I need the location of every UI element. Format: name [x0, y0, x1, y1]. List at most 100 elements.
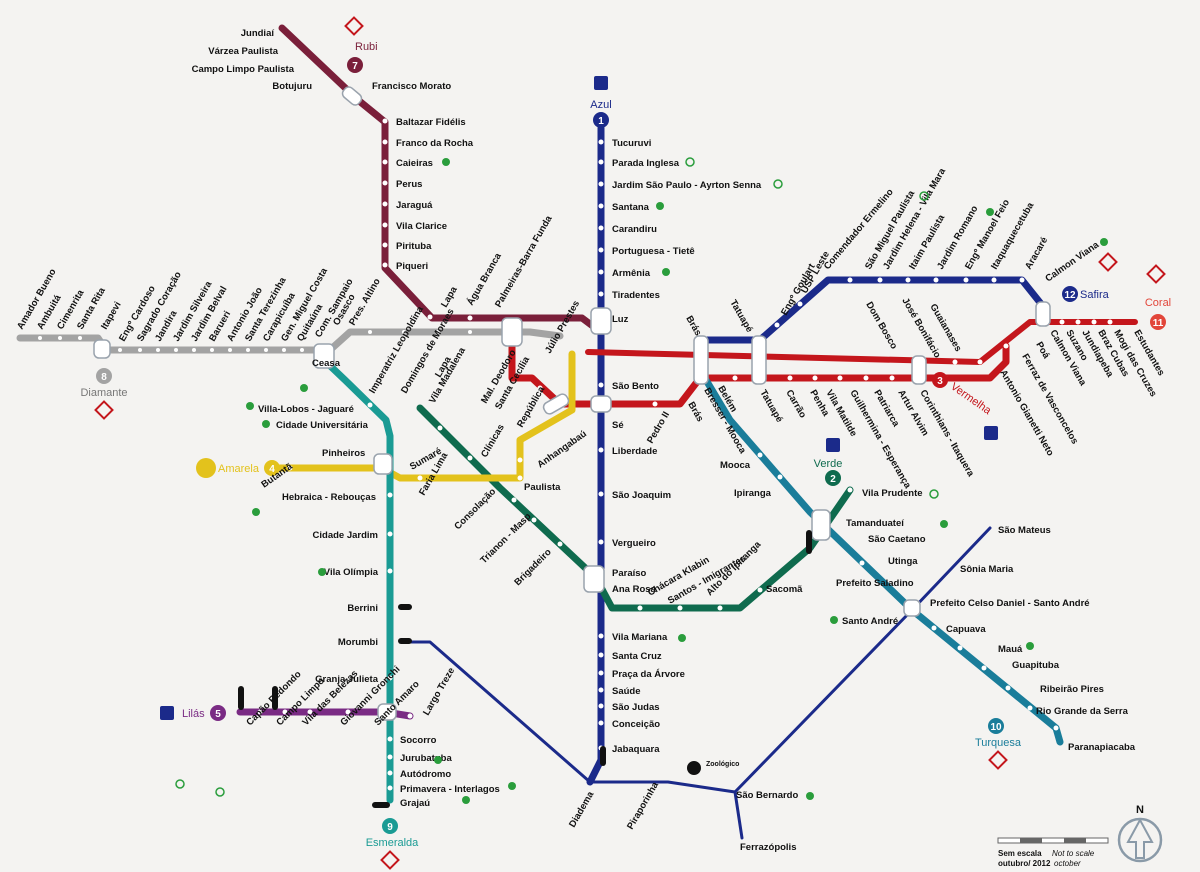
badge-diamante[interactable]: 8 Diamante [80, 368, 128, 420]
station-label[interactable]: Alto do Ipiranga [704, 539, 763, 598]
station-label[interactable]: Clínicas [479, 422, 507, 459]
station-label[interactable]: Botujuru [272, 81, 312, 92]
station-label[interactable]: Trianon - Masp [478, 511, 533, 566]
station-label[interactable]: Mooca [720, 460, 751, 471]
station-label[interactable]: Primavera - Interlagos [400, 784, 500, 795]
station-label[interactable]: Piraporinha [625, 780, 661, 832]
station-label[interactable]: Paraíso [612, 568, 647, 579]
station-label[interactable]: São Bernardo [736, 790, 798, 801]
station-label[interactable]: Ferrazópolis [740, 842, 797, 853]
station-label[interactable]: Santo André [842, 616, 898, 627]
station-label[interactable]: Berrini [347, 603, 378, 614]
station-label[interactable]: Poá [1033, 340, 1052, 361]
station-label[interactable]: Armênia [612, 268, 651, 279]
station-label[interactable]: Paulista [524, 482, 561, 493]
hub-barra-funda[interactable] [501, 317, 523, 347]
station-label[interactable]: Campo Limpo Paulista [192, 64, 295, 75]
hub-luz[interactable] [590, 307, 612, 335]
hub-santo-amaro[interactable] [377, 703, 397, 721]
station-label[interactable]: Ribeirão Pires [1040, 684, 1104, 695]
station-label[interactable]: Tiradentes [612, 290, 660, 301]
station-label[interactable]: Praça da Árvore [612, 669, 685, 680]
badge-lilas[interactable]: Lilás 5 [160, 705, 226, 721]
station-label[interactable]: Tatuapé [757, 388, 784, 424]
station-label[interactable]: Sacomã [766, 584, 803, 595]
station-label[interactable]: Dom Bosco [863, 300, 899, 351]
hub-tatuape[interactable] [751, 335, 767, 385]
station-label[interactable]: Imperatriz Leopoldina [367, 304, 426, 396]
station-label[interactable]: República [515, 384, 548, 429]
badge-azul[interactable]: Azul 1 [590, 76, 612, 128]
zoo-label[interactable]: Zoológico [706, 761, 739, 768]
station-label[interactable]: Anhangabaú [535, 428, 589, 470]
hub-se[interactable] [590, 395, 612, 413]
hub-francisco-morato[interactable] [340, 85, 363, 107]
station-label[interactable]: Caieiras [396, 158, 433, 169]
station-label[interactable]: Cidade Jardim [313, 530, 378, 541]
station-label[interactable]: Ceasa [312, 358, 341, 369]
station-label[interactable]: Vila Prudente [862, 488, 923, 499]
station-label[interactable]: Várzea Paulista [208, 46, 278, 57]
station-label[interactable]: Pirituba [396, 241, 432, 252]
station-label[interactable]: Portuguesa - Tietê [612, 246, 695, 257]
badge-verde[interactable]: Verde 2 [814, 438, 843, 486]
station-label[interactable]: Prefeito Celso Daniel - Santo André [930, 598, 1090, 609]
station-label[interactable]: Luz [612, 314, 629, 325]
station-label[interactable]: Aracaré [1023, 235, 1050, 271]
hub-calmon-viana[interactable] [1035, 301, 1051, 327]
station-label[interactable]: Granja Julieta [315, 674, 379, 685]
badge-rubi[interactable]: Rubi 7 [344, 16, 378, 73]
station-label[interactable]: Paranapiacaba [1068, 742, 1136, 753]
badge-esmeralda[interactable]: 9 Esmeralda [366, 818, 419, 870]
station-label[interactable]: Utinga [888, 556, 918, 567]
station-label[interactable]: Consolação [452, 486, 498, 532]
station-label[interactable]: Capuava [946, 624, 986, 635]
station-label[interactable]: Conceição [612, 719, 660, 730]
station-label[interactable]: Rio Grande da Serra [1036, 706, 1129, 717]
hub-itaquera[interactable] [911, 355, 927, 385]
hub-tamanduatei[interactable] [811, 509, 831, 541]
station-label[interactable]: Piqueri [396, 261, 428, 272]
station-label[interactable]: Júlio Prestes [543, 299, 582, 356]
station-label[interactable]: Jundiaí [241, 28, 275, 39]
station-label[interactable]: Carandiru [612, 224, 657, 235]
station-label[interactable]: Pedro II [645, 410, 672, 446]
station-label[interactable]: Sônia Maria [960, 564, 1014, 575]
station-label[interactable]: Santana [612, 202, 650, 213]
station-label[interactable]: Hebraica - Rebouças [282, 492, 376, 503]
station-label[interactable]: São Mateus [998, 525, 1051, 536]
station-label[interactable]: Capão Redondo [244, 669, 303, 728]
station-label[interactable]: Vila Olímpia [324, 567, 379, 578]
station-label[interactable]: Tamanduateí [846, 518, 904, 529]
line-coral-track[interactable] [585, 319, 1138, 365]
station-label[interactable]: Tucuruvi [612, 138, 651, 149]
station-label[interactable]: Vila Clarice [396, 221, 447, 232]
station-label[interactable]: Calmon Viana [1043, 239, 1101, 284]
station-label[interactable]: Grajaú [400, 798, 430, 809]
station-label[interactable]: Liberdade [612, 446, 657, 457]
station-label[interactable]: Brás [683, 314, 703, 338]
station-label[interactable]: Prefeito Saladino [836, 578, 914, 589]
station-label[interactable]: Socorro [400, 735, 437, 746]
hub-santo-andre[interactable] [903, 599, 921, 617]
station-label[interactable]: Villa-Lobos - Jaguaré [258, 404, 354, 415]
station-label[interactable]: Cidade Universitária [276, 420, 369, 431]
line-safira-track[interactable] [696, 276, 1050, 344]
station-label[interactable]: Franco da Rocha [396, 138, 474, 149]
station-label[interactable]: Vila Mariana [612, 632, 668, 643]
badge-safira[interactable]: 12 Safira [1062, 252, 1118, 302]
station-label[interactable]: Diadema [567, 789, 597, 829]
station-label[interactable]: Carrão [783, 388, 808, 420]
hub-republica[interactable] [542, 392, 571, 415]
badge-turquesa[interactable]: 10 Turquesa [975, 718, 1022, 770]
station-label[interactable]: Ipiranga [734, 488, 772, 499]
station-label[interactable]: Autódromo [400, 769, 451, 780]
station-label[interactable]: Vergueiro [612, 538, 656, 549]
badge-amarela[interactable]: Amarela 4 [196, 458, 280, 478]
station-label[interactable]: Perus [396, 179, 422, 190]
station-label[interactable]: Jaraguá [396, 200, 433, 211]
station-label[interactable]: Santa Cruz [612, 651, 662, 662]
hub-pres-altino[interactable] [93, 339, 111, 359]
station-label[interactable]: Morumbi [338, 637, 378, 648]
station-label[interactable]: São Bento [612, 381, 659, 392]
